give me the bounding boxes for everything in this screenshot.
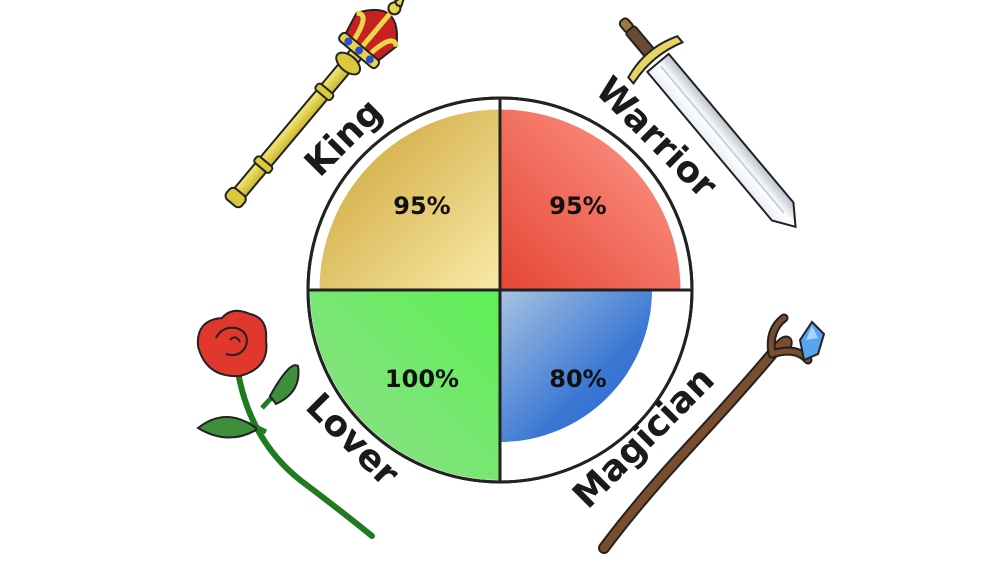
magician-percent: 80% [549,365,606,393]
warrior-quadrant [500,109,681,290]
rose-icon [196,309,375,539]
king-percent: 95% [393,192,450,220]
lover-quadrant [310,290,500,480]
sword-icon [618,17,797,229]
king-quadrant [319,109,500,290]
magician-quadrant [500,290,652,442]
scepter-icon [224,0,407,209]
warrior-percent: 95% [549,192,606,220]
staff-icon [598,313,826,554]
lover-percent: 100% [385,365,459,393]
